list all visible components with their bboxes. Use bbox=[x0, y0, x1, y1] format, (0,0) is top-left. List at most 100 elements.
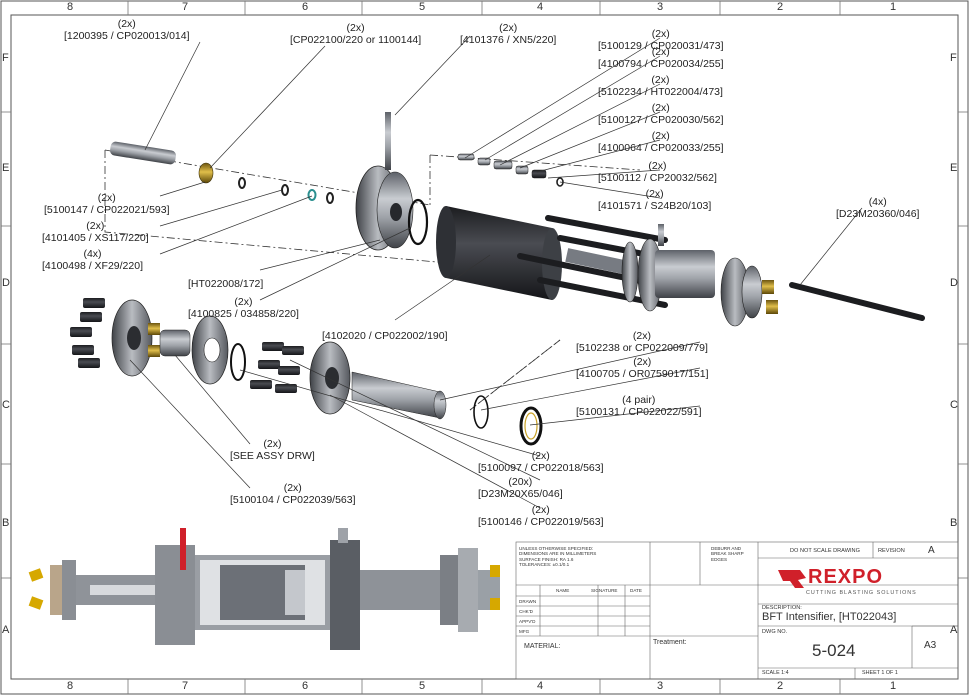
leader-16 bbox=[259, 227, 411, 301]
row-label-d: D bbox=[2, 277, 10, 289]
long-tie-rod bbox=[789, 282, 925, 321]
description-value: BFT Intensifier, [HT022043] bbox=[762, 611, 897, 623]
callout-25: (2x)[5100146 / CP022019/563] bbox=[478, 504, 604, 528]
callout-3: (2x)[4101376 / XN5/220] bbox=[460, 22, 556, 46]
callout-part-number: [5100112 / CP20032/562] bbox=[598, 172, 717, 184]
general-notes: UNLESS OTHERWISE SPECIFIED: DIMENSIONS A… bbox=[519, 546, 597, 568]
leader-11 bbox=[799, 207, 863, 286]
title-block-grid bbox=[515, 541, 959, 680]
callout-part-number: [SEE ASSY DRW] bbox=[230, 450, 315, 462]
callout-qty: (2x) bbox=[86, 220, 105, 232]
rexpo-logo-sub: CUTTING BLASTING SOLUTIONS bbox=[806, 590, 917, 596]
callout-qty: (2x) bbox=[263, 438, 282, 450]
oring-mid bbox=[230, 343, 246, 381]
callout-part-number: [4100794 / CP020034/255] bbox=[598, 58, 724, 70]
callout-10: (2x)[4101571 / S24B20/103] bbox=[598, 188, 711, 212]
col-header-signature: SIGNATURE bbox=[591, 588, 618, 593]
leader-13 bbox=[159, 189, 283, 227]
callout-part-number: [5100129 / CP020031/473] bbox=[598, 40, 724, 52]
callout-part-number: [5100147 / CP022021/593] bbox=[44, 204, 170, 216]
row-checked: CHK'D bbox=[519, 609, 533, 614]
callout-13: (2x)[4101405 / XS117/220] bbox=[42, 220, 149, 244]
callout-part-number: [5100146 / CP022019/563] bbox=[478, 516, 604, 528]
callout-12: (2x)[5100147 / CP022021/593] bbox=[44, 192, 170, 216]
lp-cylinder bbox=[351, 371, 447, 420]
callout-21: (2x)[SEE ASSY DRW] bbox=[230, 438, 315, 462]
leader-25 bbox=[329, 394, 541, 509]
cap-screws-mid bbox=[250, 342, 304, 393]
leader-1 bbox=[144, 41, 201, 151]
callout-part-number: [CP022100/220 or 1100144] bbox=[290, 34, 422, 46]
row-label-c: C bbox=[2, 399, 10, 411]
callout-qty: (4 pair) bbox=[622, 394, 656, 406]
callout-leader-lines bbox=[129, 35, 863, 509]
column-label-4: 4 bbox=[537, 680, 544, 692]
column-label-2: 2 bbox=[777, 680, 784, 692]
row-label-c: C bbox=[950, 399, 958, 411]
callout-part-number: [5100127 / CP020030/562] bbox=[598, 114, 724, 126]
leader-23 bbox=[289, 359, 541, 481]
revision-label: REVISION bbox=[878, 548, 905, 554]
column-label-2: 2 bbox=[777, 1, 784, 13]
callout-qty: (2x) bbox=[633, 356, 652, 368]
callout-qty: (2x) bbox=[648, 160, 667, 172]
row-label-f: F bbox=[950, 52, 957, 64]
callout-part-number: [4102020 / CP022002/190] bbox=[322, 330, 448, 342]
barrel-cylinder bbox=[436, 206, 562, 300]
callout-qty: (2x) bbox=[346, 22, 365, 34]
oring-large bbox=[407, 198, 429, 246]
leader-14 bbox=[159, 195, 313, 255]
callout-20: (4 pair)[5100131 / CP022022/591] bbox=[576, 394, 702, 418]
column-label-8: 8 bbox=[67, 680, 74, 692]
callout-24: (2x)[5100104 / CP022039/563] bbox=[230, 482, 356, 506]
leader-21 bbox=[174, 354, 251, 445]
leader-24 bbox=[129, 359, 251, 489]
callout-23: (20x)[D23M20X65/046] bbox=[478, 476, 563, 500]
callout-qty: (2x) bbox=[531, 450, 550, 462]
callout-part-number: [4101376 / XN5/220] bbox=[460, 34, 557, 46]
row-approved: APPV'D bbox=[519, 619, 536, 624]
check-valve-parts bbox=[457, 153, 564, 187]
callout-11: (4x)[D23M20360/046] bbox=[836, 196, 919, 220]
hydraulic-center-section bbox=[565, 224, 778, 327]
column-label-7: 7 bbox=[182, 1, 189, 13]
callout-qty: (2x) bbox=[651, 46, 670, 58]
callout-part-number: [5100131 / CP022022/591] bbox=[576, 406, 702, 418]
orings-lower bbox=[473, 395, 543, 446]
column-label-1: 1 bbox=[890, 1, 897, 13]
callout-16: (2x)[4100825 / 034858/220] bbox=[188, 296, 299, 320]
column-label-6: 6 bbox=[302, 1, 309, 13]
dwg-no-label: DWG NO. bbox=[762, 629, 788, 635]
callout-qty: (2x) bbox=[499, 22, 518, 34]
leader-15 bbox=[259, 239, 381, 271]
callout-14: (4x)[4100498 / XF29/220] bbox=[42, 248, 143, 272]
dwg-no-value: 5-024 bbox=[812, 641, 856, 660]
callout-part-number: [5102238 or CP022009/779] bbox=[576, 342, 708, 354]
callout-5: (2x)[4100794 / CP020034/255] bbox=[598, 46, 724, 70]
leader-20 bbox=[529, 405, 701, 426]
flange-right-mid bbox=[309, 341, 351, 415]
callout-part-number: [4101571 / S24B20/103] bbox=[598, 200, 712, 212]
callout-part-number: [D23M20360/046] bbox=[836, 208, 920, 220]
section-view bbox=[28, 528, 500, 650]
callout-17: [4102020 / CP022002/190] bbox=[322, 330, 448, 342]
scale-label: SCALE 1:4 bbox=[762, 670, 789, 676]
plunger-rod bbox=[110, 141, 176, 165]
leader-18 bbox=[439, 341, 701, 401]
row-label-d: D bbox=[950, 277, 958, 289]
leader-19 bbox=[480, 367, 701, 411]
callout-15: [HT022008/172] bbox=[188, 278, 263, 290]
callout-qty: (2x) bbox=[651, 74, 670, 86]
sheet-size: A3 bbox=[924, 640, 937, 651]
column-label-7: 7 bbox=[182, 680, 189, 692]
cap-screws-left bbox=[70, 298, 105, 368]
column-label-3: 3 bbox=[657, 1, 664, 13]
do-not-scale: DO NOT SCALE DRAWING bbox=[790, 548, 860, 554]
callout-part-number: [5100104 / CP022039/563] bbox=[230, 494, 356, 506]
col-header-name: NAME bbox=[556, 588, 570, 593]
column-label-3: 3 bbox=[657, 680, 664, 692]
callout-6: (2x)[5102234 / HT022004/473] bbox=[598, 74, 723, 98]
callout-part-number: [1200395 / CP020013/014] bbox=[64, 30, 190, 42]
